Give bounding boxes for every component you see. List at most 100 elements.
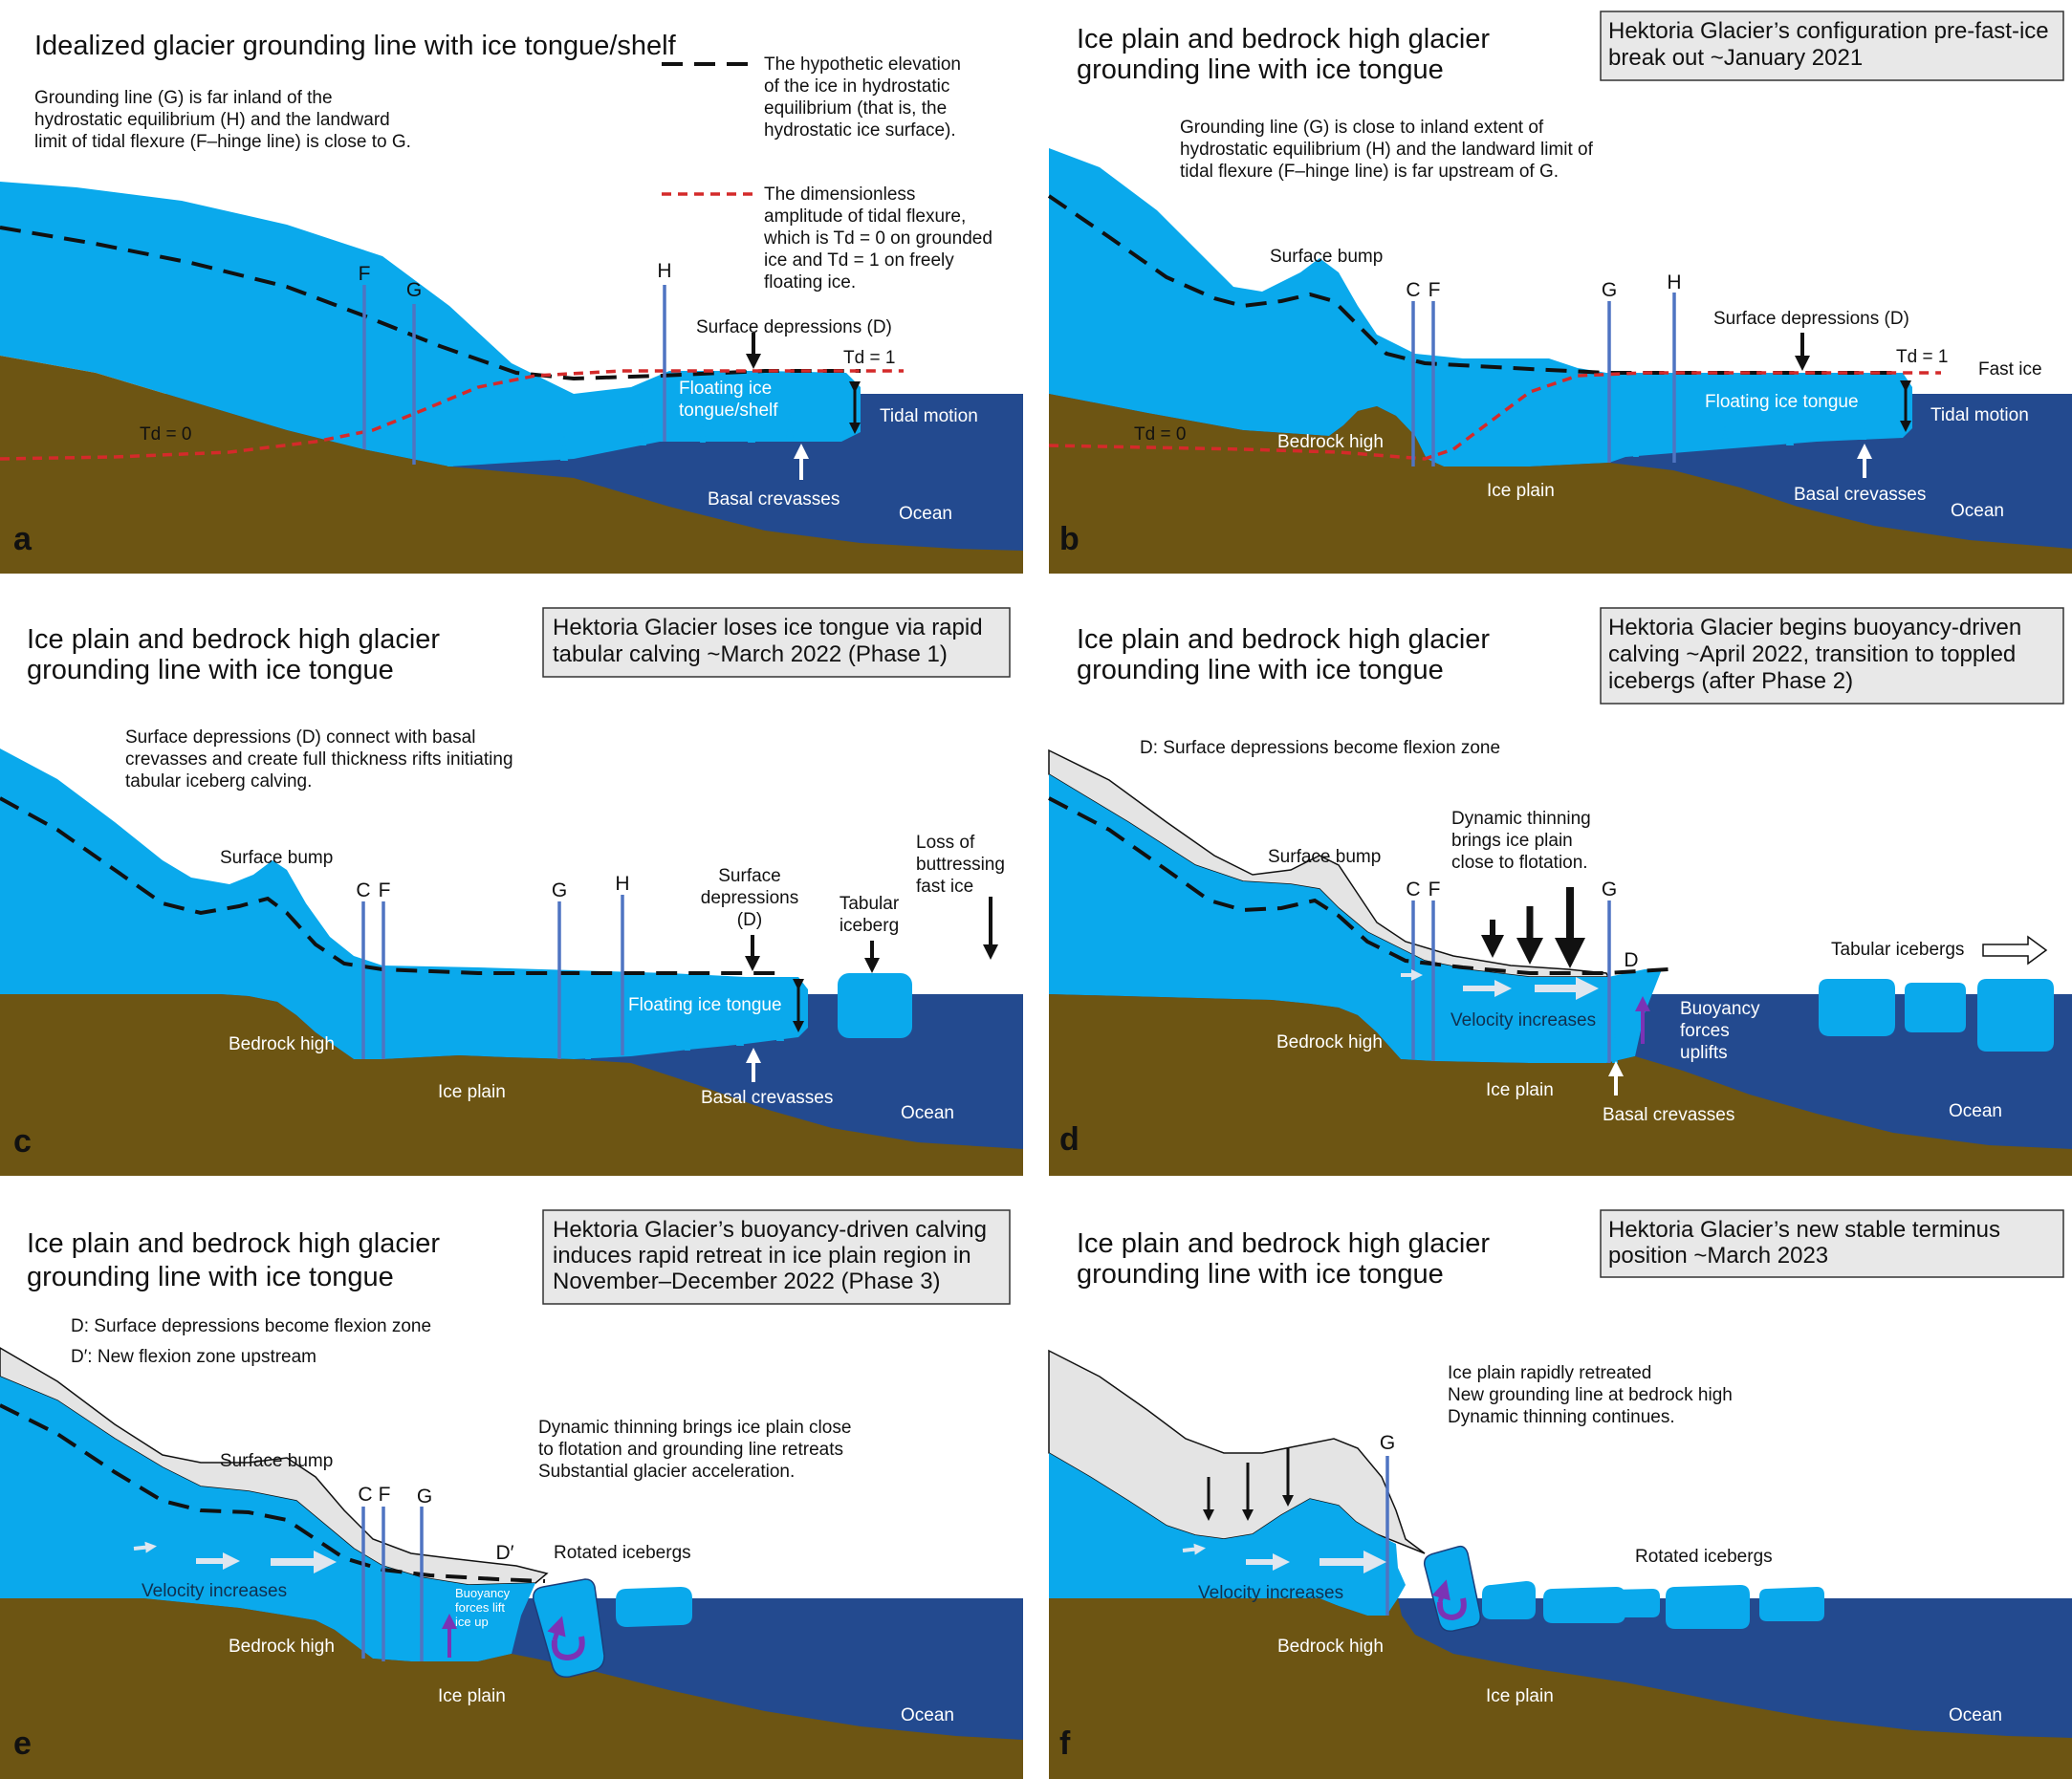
ocean-label: Ocean [1949,1705,2002,1725]
bedrock-high-label: Bedrock high [1277,432,1384,452]
surface-bump-label: Surface bump [1268,847,1381,867]
label-f: F [1429,879,1441,900]
ice-body [1049,148,1912,466]
context-box [542,607,1011,678]
fast-ice-label: Fast ice [1978,359,2042,380]
label-h: H [657,260,671,282]
bedrock [1049,1598,2072,1779]
tabular-iceberg [838,973,912,1038]
rotated-icebergs-label: Rotated icebergs [554,1543,691,1563]
ice-body [0,182,861,466]
surface-bump-label: Surface bump [220,848,333,868]
velocity-label: Velocity increases [1450,1010,1596,1031]
label-g: G [1602,879,1617,900]
panel-a: F G H Idealized glacier grounding line w… [0,31,1023,574]
tidal-flexure-line [1048,371,1941,461]
ice-plain-label: Ice plain [438,1686,506,1706]
fast-ice [1921,384,2072,394]
basal-label: Basal crevasses [701,1088,833,1108]
rotation-arrow [547,1616,566,1641]
surface-depressions-label: Surface depressions (D) [696,317,892,337]
label-c: C [1406,279,1420,301]
label-g: G [1602,279,1617,301]
ice-body [1049,1453,1406,1616]
td0-label: Td = 0 [1134,424,1186,445]
ice-plain-label: Ice plain [1486,1686,1554,1706]
rotated-iceberg-small [616,1587,692,1627]
rotated-icebergs-small [1482,1581,1824,1629]
panel-c: C F G H Ice plain and bedrock high glaci… [0,607,1023,1176]
panel-note: D: Surface depressions become flexion zo… [71,1316,431,1367]
ice-body [0,748,808,1059]
thinned-ice [1048,1349,1426,1554]
td1-label: Td = 1 [1896,347,1948,367]
ice-plain-label: Ice plain [438,1082,506,1102]
label-c: C [356,879,370,901]
label-c: C [1406,879,1420,900]
floating-label: Floating ice tongue [628,995,782,1015]
context-box [1600,607,2064,705]
ocean-label: Ocean [901,1103,954,1123]
hydrostatic-surface-line [1047,194,1903,375]
td0-label: Td = 0 [140,424,191,445]
tabular-icebergs [1819,979,2054,1052]
tabular-icebergs-label: Tabular icebergs [1831,940,1964,960]
panel-letter: a [13,521,33,557]
ocean-label: Ocean [901,1705,954,1725]
surface-bump-label: Surface bump [220,1451,333,1471]
panel-title: Idealized glacier grounding line with ic… [34,31,677,61]
rotated-icebergs-label: Rotated icebergs [1635,1547,1773,1567]
label-f: F [359,263,371,285]
panel-letter: d [1059,1121,1080,1158]
label-f: F [379,1484,391,1506]
velocity-label: Velocity increases [142,1581,287,1601]
bedrock-high-label: Bedrock high [1276,1032,1383,1052]
velocity-label: Velocity increases [1198,1583,1343,1603]
label-d-prime: D′ [495,1542,513,1564]
velocity-arrow-1 [133,1541,157,1553]
basal-label: Basal crevasses [1794,485,1926,505]
bedrock [0,1598,1023,1779]
panel-e: C F G D′ Ice plain and bedrock high glac… [0,1209,1023,1779]
bedrock [0,356,1023,574]
tidal-label: Tidal motion [1930,405,2029,425]
label-f: F [1429,279,1441,301]
surface-bump-label: Surface bump [1270,247,1383,267]
label-g: G [1380,1432,1395,1454]
tabular-drift-arrow [1982,935,2048,965]
bedrock [0,994,1023,1176]
rotated-iceberg-large [532,1578,605,1679]
label-g: G [406,279,422,301]
hydrostatic-surface-line [0,226,861,381]
td1-label: Td = 1 [843,348,895,368]
panel-note: Grounding line (G) is close to inland ex… [1180,118,1594,182]
label-f: F [379,879,391,901]
ocean-label: Ocean [1951,501,2004,521]
tidal-flexure-line [0,369,904,461]
ocean-label: Ocean [899,504,952,524]
context-box-text: Hektoria Glacier’s configuration pre-fas… [1608,18,2049,71]
context-box [1600,1209,2064,1278]
velocity-arrow-1 [1182,1543,1206,1555]
panel-letter: b [1059,521,1080,557]
ocean-label: Ocean [1949,1101,2002,1121]
bedrock [1049,394,2072,574]
context-box-text: Hektoria Glacier loses ice tongue via ra… [553,615,983,667]
label-g: G [552,879,567,901]
label-c: C [358,1484,372,1506]
ice-plain-label: Ice plain [1486,1080,1554,1100]
context-box [1600,11,2064,81]
